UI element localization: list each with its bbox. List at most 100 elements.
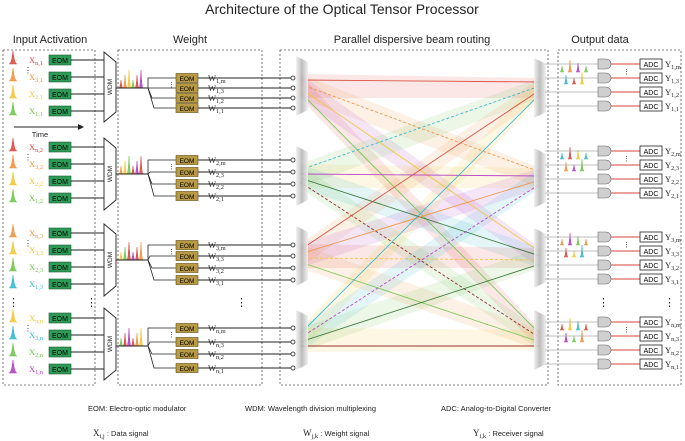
rx-pulse-3-1 [559,238,565,246]
rx-pulse-3-5 [575,235,581,246]
weight-label-3-3-symbol: W [208,263,216,273]
rx-pulse-4-7 [583,323,589,331]
weight-branch-4-2 [147,341,176,347]
adc-box [639,358,663,370]
weight-label-1-4-subscript: 1,1 [216,108,224,115]
input-label-3-1-symbol: X [29,228,35,238]
ellipsis-dots: ⋮ [623,242,630,249]
legend-w-subscript: j,k [311,433,319,440]
legend-x-symbol: X [93,428,100,438]
weight-label-3-2-subscript: 3,3 [216,256,224,263]
input-label-4-2-subscript: 3,n [35,335,44,342]
output-label-4-4: Yn,1 [665,359,679,371]
output-label-2-3-symbol: Y [665,174,671,184]
source-disperser-3 [296,226,308,286]
adc-label: ADC [644,90,659,97]
wdm-multiplexer [103,223,117,297]
ellipsis-dots: ⋮ [24,153,32,162]
routing-beam-1-1 [299,79,541,83]
photodetector-icon [597,173,612,185]
ellipsis-dots: ⋮ [24,239,32,248]
weight-label-1-3-subscript: 1,2 [216,98,224,105]
weight-branch-4-1 [147,327,176,346]
muxed-pulse-1-6 [138,69,144,89]
weight-label-3-3-subscript: 3,2 [216,268,224,275]
time-label: Time [32,130,48,139]
wdm-multiplexer [103,137,117,211]
routing-beam-4-3 [299,263,541,343]
input-label-3-1: Xn,3 [29,228,43,240]
weight-label-4-4: Wn,1 [208,363,224,375]
input-pulse-2-3 [8,171,18,186]
input-pulse-1-3 [8,84,18,99]
weight-label-2-3-symbol: W [208,179,216,189]
wdm-label: WDM [107,79,114,95]
legend-data-signal: Xi,j : Data signal [93,428,149,440]
weight-label-1-3: W1,2 [208,93,224,105]
input-label-2-1-subscript: n,2 [35,147,43,154]
eom-label: EOM [52,316,68,323]
output-section-box [557,49,682,386]
group-ellipsis: ⋮ [8,297,19,309]
input-pulse-4-2 [8,325,18,340]
adc-label: ADC [644,348,659,355]
weight-label-3-4-subscript: 3,1 [216,280,224,287]
legend-eom: EOM: Electro-optic modulator [88,404,187,413]
input-label-4-4: X1,n [29,364,44,376]
output-label-1-4-symbol: Y [665,101,671,111]
output-label-1-3-subscript: 1,2 [671,92,679,99]
input-label-3-3-symbol: X [29,262,35,272]
weight-label-1-4-symbol: W [208,103,216,113]
photodetector-icon [597,231,612,243]
legend-y-desc: : Receiver signal [486,429,544,438]
photodetector-icon [597,86,612,98]
output-label-3-2: Y3,3 [665,246,679,258]
output-label-2-3: Y2,2 [665,174,679,186]
muxed-pulse-3-1 [118,251,124,261]
input-label-4-1-subscript: n,n [35,318,44,325]
fiber-port [290,265,296,271]
legend-receiver-signal: Yi,k : Receiver signal [473,428,544,440]
weight-branch-4-4 [147,345,176,369]
weight-label-2-2: W2,3 [208,167,224,179]
input-label-1-1: Xn,1 [29,55,43,67]
adc-label: ADC [644,249,659,256]
rx-pulse-1-3 [567,59,573,73]
ellipsis-dots: ⋮ [623,156,630,163]
weight-label-4-3-symbol: W [208,349,216,359]
adc-label: ADC [644,362,659,369]
legend-y-symbol: Y [473,428,480,438]
muxed-pulse-1-4 [130,79,136,89]
input-label-3-1-subscript: n,3 [35,233,43,240]
output-label-3-3-symbol: Y [665,260,671,270]
weight-label-3-1-symbol: W [208,240,216,250]
weight-eom-label: EOM [180,194,195,201]
ellipsis-dots: ⋮ [168,164,175,171]
weight-eom-label: EOM [180,278,195,285]
adc-label: ADC [644,177,659,184]
adc-label: ADC [644,149,659,156]
rx-pulse-2-1 [559,152,565,160]
weight-branch-4-3 [147,345,176,355]
photodetector-icon [597,344,612,356]
weight-branch-3-3 [147,259,176,269]
adc-box [639,145,663,157]
weight-label-4-1-subscript: n,m [216,328,226,335]
weight-label-2-2-subscript: 2,3 [216,172,224,179]
muxed-pulse-3-3 [126,241,132,261]
output-label-2-1-symbol: Y [665,146,671,156]
group-ellipsis: ⋮ [86,297,97,309]
adc-box [639,316,663,328]
muxed-pulse-3-5 [134,246,140,261]
beam-fan-2-3 [300,164,540,268]
adc-label: ADC [644,76,659,83]
output-label-4-3: Yn,2 [665,345,679,357]
input-label-2-3-subscript: 2,2 [35,181,43,188]
input-label-4-3: X2,n [29,347,44,359]
ellipsis-dots: ⋮ [168,332,175,339]
routing-beam-4-1 [299,93,541,335]
output-label-2-4: Y2,1 [665,188,679,200]
fiber-port [290,253,296,259]
eom-label: EOM [52,265,68,272]
